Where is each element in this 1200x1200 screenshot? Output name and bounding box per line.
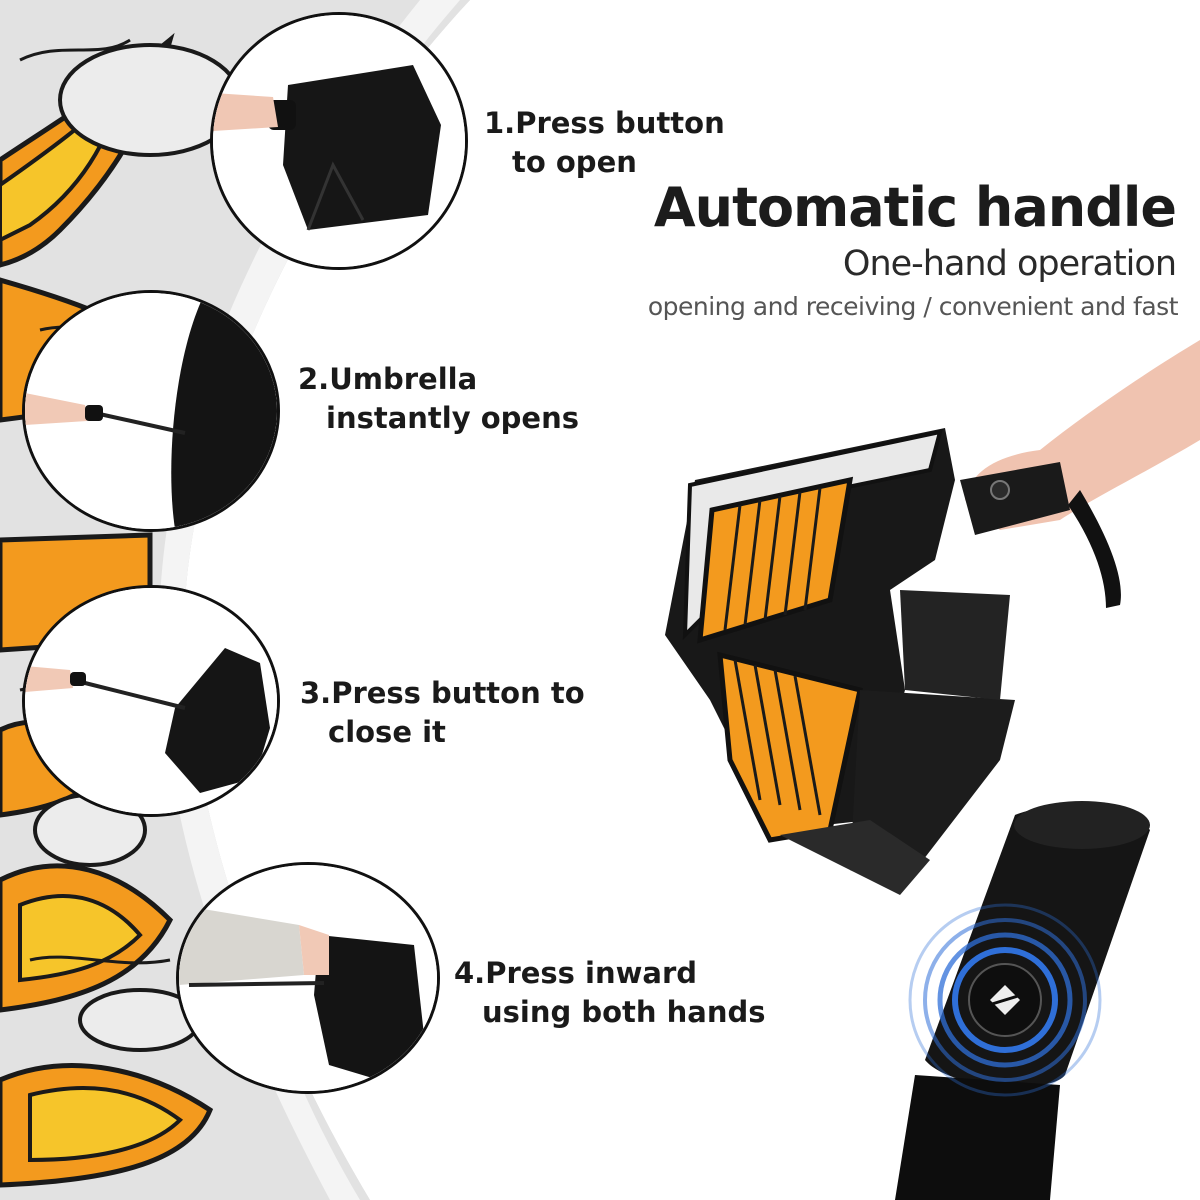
step-4-line2: using both hands xyxy=(482,995,766,1029)
step-3-image xyxy=(22,585,280,817)
closing-umbrella-icon xyxy=(25,588,277,814)
step-1-image xyxy=(210,12,468,270)
step-4-caption: 4.Press inward using both hands xyxy=(454,954,766,1032)
headline: Automatic handle xyxy=(653,176,1177,239)
step-1-line2: to open xyxy=(512,145,637,179)
step-3-caption: 3.Press button to close it xyxy=(300,674,585,752)
step-3-line1: 3.Press button to xyxy=(300,676,585,710)
tagline: opening and receiving / convenient and f… xyxy=(647,292,1179,321)
step-2-caption: 2.Umbrella instantly opens xyxy=(298,360,579,438)
step-2-line2: instantly opens xyxy=(326,401,579,435)
step-1-caption: 1.Press button to open xyxy=(484,104,725,182)
opened-umbrella-in-hand-icon xyxy=(25,293,277,529)
step-3-line2: close it xyxy=(328,715,446,749)
step-1-line1: 1.Press button xyxy=(484,106,725,140)
folding-umbrella-icon xyxy=(179,865,437,1091)
closed-umbrella-in-hand-icon xyxy=(213,15,465,267)
step-4-image xyxy=(176,862,440,1094)
step-4-line1: 4.Press inward xyxy=(454,956,698,990)
step-2-line1: 2.Umbrella xyxy=(298,362,478,396)
step-2-image xyxy=(22,290,280,532)
subhead: One-hand operation xyxy=(842,244,1177,284)
